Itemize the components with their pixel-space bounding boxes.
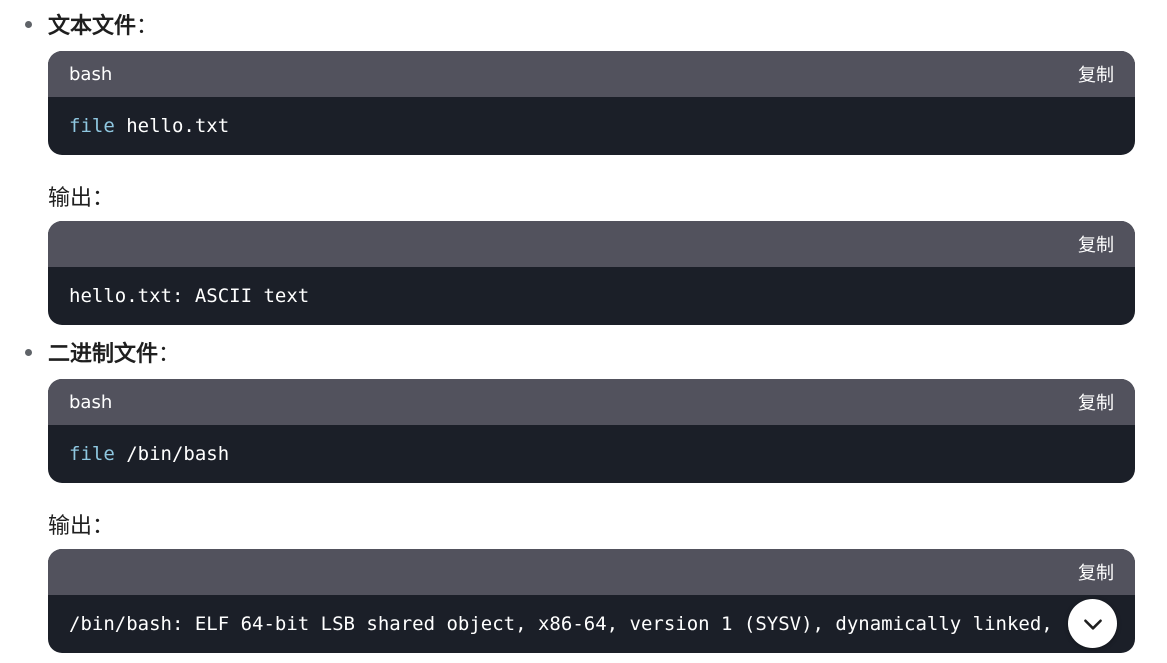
- copy-button[interactable]: 复制: [1078, 563, 1114, 584]
- bullet-title: 二进制文件: [48, 342, 159, 367]
- code-block-output-binary-file: 复制 /bin/bash: ELF 64-bit LSB shared obje…: [48, 549, 1135, 653]
- bullet-text: 文本文件：: [48, 8, 158, 40]
- code-header: 复制: [48, 549, 1135, 595]
- code-content: file hello.txt: [48, 97, 1135, 155]
- bullet-suffix: ：: [158, 342, 181, 367]
- code-language-label: bash: [69, 63, 113, 85]
- code-argument: /bin/bash: [114, 443, 230, 465]
- code-keyword: file: [69, 115, 115, 137]
- code-header: bash 复制: [48, 51, 1135, 97]
- code-language-label: bash: [69, 391, 113, 413]
- output-label: 输出：: [48, 514, 115, 539]
- code-content: file /bin/bash: [48, 425, 1135, 483]
- bullet-dot: [25, 20, 32, 28]
- bullet-title: 文本文件: [48, 14, 137, 39]
- bullet-dot: [25, 348, 32, 356]
- code-keyword: file: [69, 443, 115, 465]
- chevron-down-icon: [1083, 618, 1102, 630]
- bullet-suffix: ：: [136, 14, 159, 39]
- code-content: /bin/bash: ELF 64-bit LSB shared object,…: [69, 613, 1099, 635]
- code-header: 复制: [48, 221, 1135, 267]
- code-content: hello.txt: ASCII text: [69, 285, 310, 307]
- code-header: bash 复制: [48, 379, 1135, 425]
- copy-button[interactable]: 复制: [1078, 393, 1114, 414]
- bullet-text: 二进制文件：: [48, 336, 180, 368]
- code-argument: hello.txt: [114, 115, 230, 137]
- code-block-command-text-file: bash 复制 file hello.txt: [48, 51, 1135, 155]
- code-block-output-text-file: 复制 hello.txt: ASCII text: [48, 221, 1135, 325]
- copy-button[interactable]: 复制: [1078, 65, 1114, 86]
- scroll-to-bottom-button[interactable]: [1068, 599, 1117, 648]
- copy-button[interactable]: 复制: [1078, 235, 1114, 256]
- code-block-command-binary-file: bash 复制 file /bin/bash: [48, 379, 1135, 483]
- output-label: 输出：: [48, 186, 115, 211]
